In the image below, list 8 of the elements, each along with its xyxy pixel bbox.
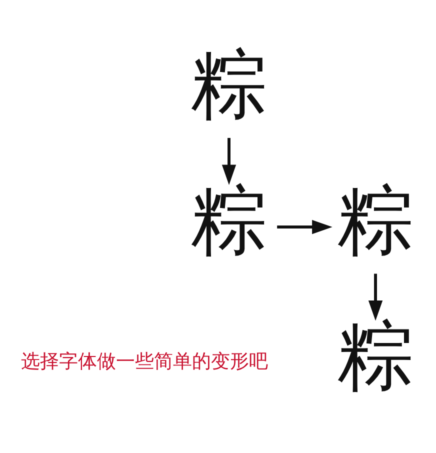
arrow bbox=[277, 219, 332, 234]
node-text: 粽 bbox=[191, 174, 268, 264]
node-text: 粽 bbox=[191, 39, 268, 128]
node-text: 粽 bbox=[338, 310, 414, 400]
node-text: 粽 bbox=[338, 174, 414, 264]
label: 选择字体做一些简单的变形吧 bbox=[20, 350, 268, 372]
arrow bbox=[222, 137, 236, 184]
arrow bbox=[368, 273, 383, 320]
